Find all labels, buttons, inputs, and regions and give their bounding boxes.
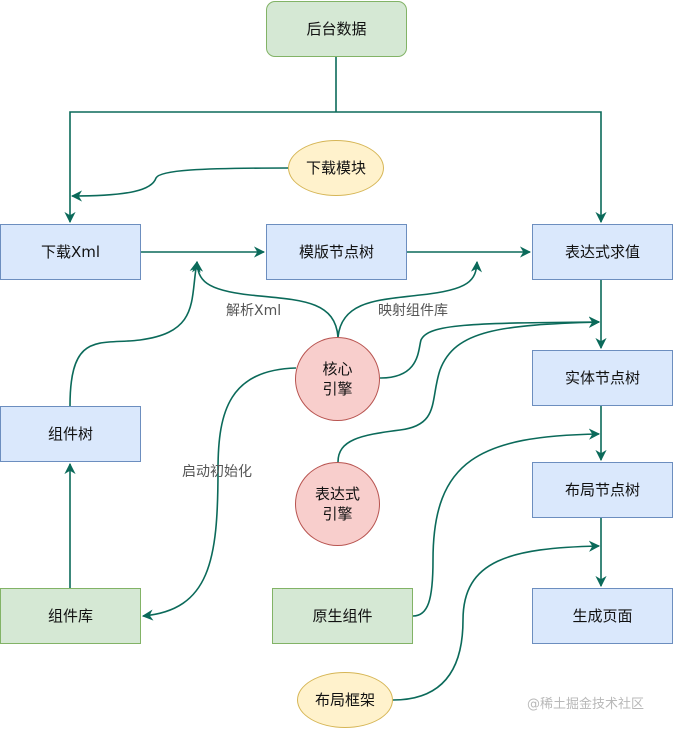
node-native-components[interactable]: 原生组件: [272, 588, 413, 644]
label-startup-init: 启动初始化: [182, 464, 252, 480]
watermark: @稀土掘金技术社区: [527, 697, 645, 712]
node-label-line1: 表达式: [314, 484, 360, 503]
node-component-library[interactable]: 组件库: [0, 588, 141, 644]
edge-expr-engine-to-entity-tree: [337, 316, 601, 463]
label-map-component-library: 映射组件库: [378, 303, 448, 319]
edge-native-components: [412, 428, 601, 617]
node-download-xml[interactable]: 下载Xml: [0, 224, 141, 280]
edge-download-module-to-download-xml: [70, 167, 289, 202]
node-label-line2: 引擎: [322, 505, 353, 523]
node-core-engine[interactable]: 核心 引擎: [295, 337, 380, 421]
node-label: 原生组件: [312, 606, 373, 625]
edge-backend-to-download-xml: [64, 111, 336, 224]
edge-core-startup-init: [141, 367, 297, 621]
node-label: 布局节点树: [564, 480, 640, 499]
node-generate-page[interactable]: 生成页面: [532, 588, 673, 644]
edge-core-to-entity-tree: [379, 316, 601, 379]
edge-core-map-components: [337, 260, 483, 338]
node-label: 下载模块: [305, 158, 366, 177]
edge-component-tree-to-parse: [69, 260, 201, 407]
node-label: 模版节点树: [298, 242, 374, 261]
node-label-line2: 引擎: [322, 380, 353, 398]
node-label-line1: 核心: [322, 359, 353, 378]
node-label: 布局框架: [314, 690, 375, 709]
edge-layout-framework: [392, 540, 601, 701]
node-layout-node-tree[interactable]: 布局节点树: [532, 462, 673, 518]
node-component-tree[interactable]: 组件树: [0, 406, 141, 462]
node-layout-framework[interactable]: 布局框架: [297, 672, 393, 728]
node-label: 下载Xml: [40, 242, 101, 261]
node-expression-eval[interactable]: 表达式求值: [532, 224, 673, 280]
node-download-module[interactable]: 下载模块: [288, 140, 384, 196]
node-label: 生成页面: [572, 606, 633, 625]
node-backend-data[interactable]: 后台数据: [266, 1, 407, 57]
label-parse-xml: 解析Xml: [226, 303, 282, 319]
node-label: 组件库: [47, 606, 93, 625]
node-template-node-tree[interactable]: 模版节点树: [266, 224, 407, 280]
node-entity-node-tree[interactable]: 实体节点树: [532, 350, 673, 406]
node-label: 后台数据: [306, 19, 367, 38]
node-label: 实体节点树: [564, 368, 640, 387]
node-expression-engine[interactable]: 表达式 引擎: [295, 462, 380, 546]
edge-core-parse-xml: [191, 260, 339, 338]
node-label: 表达式求值: [564, 242, 640, 261]
edge-backend-to-expression-eval: [336, 111, 607, 224]
node-label: 组件树: [47, 424, 93, 443]
